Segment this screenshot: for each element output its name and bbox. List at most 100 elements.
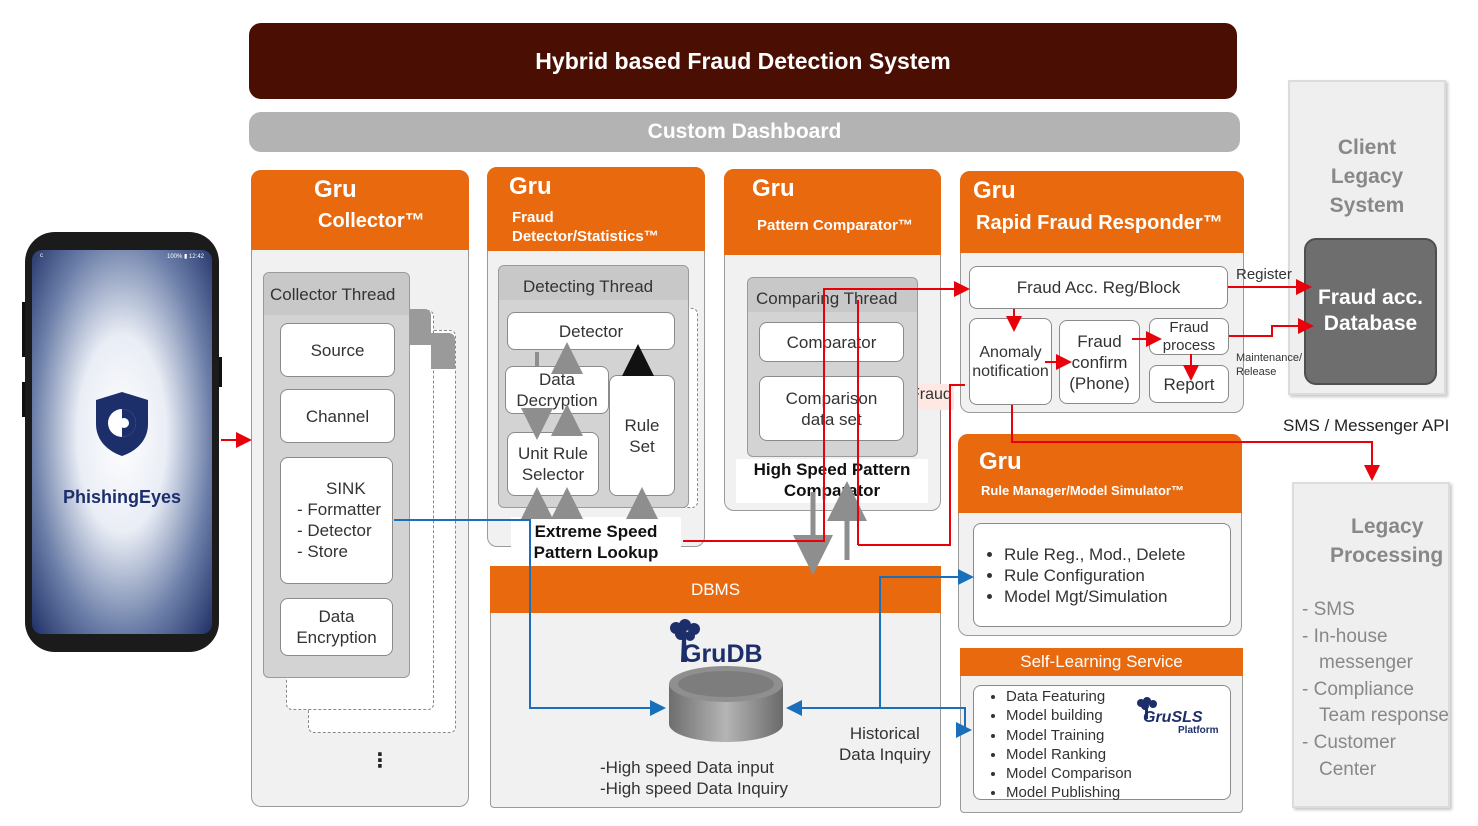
lookup-line: Pattern Lookup	[533, 543, 659, 562]
rule-manager-list-box[interactable]: Rule Reg., Mod., Delete Rule Configurati…	[973, 523, 1231, 627]
encryption-line: Data	[318, 607, 355, 626]
fraud-process-box[interactable]: Fraud process	[1149, 318, 1229, 355]
rule-set-line: Rule	[624, 415, 660, 435]
historical-line: Historical	[849, 724, 920, 743]
report-box[interactable]: Report	[1149, 365, 1229, 403]
legacy-item: - SMS	[1302, 599, 1355, 620]
unit-rule-selector-box[interactable]: Unit Rule Selector	[507, 432, 599, 496]
maintenance-line: Release	[1236, 366, 1277, 378]
db-line: Database	[1323, 312, 1418, 335]
high-speed-comparator-label: High Speed Pattern Comparator	[736, 459, 928, 503]
hs-line: High Speed Pattern	[753, 460, 911, 479]
confirm-line: Fraud	[1077, 331, 1122, 351]
fraud-detector-gru: Gru	[509, 173, 552, 200]
sink-box[interactable]: SINK - Formatter - Detector - Store	[280, 457, 393, 584]
responder-header: Gru Rapid Fraud Responder™	[960, 171, 1244, 253]
self-learning-list-box[interactable]: Data Featuring Model building Model Trai…	[973, 685, 1231, 803]
self-learning-item: Model Ranking	[1006, 745, 1230, 764]
fraud-acc-database-label: Fraud acc. Database	[1304, 285, 1437, 337]
client-title-line: System	[1329, 194, 1405, 217]
fraud-detector-name-1: Fraud	[512, 209, 554, 226]
legacy-item: - In-house	[1302, 625, 1388, 647]
lookup-line: Extreme Speed	[534, 522, 658, 541]
client-title-line: Client	[1337, 136, 1397, 159]
confirm-line: (Phone)	[1069, 373, 1130, 393]
anomaly-line: Anomaly	[979, 343, 1042, 361]
dataset-line: Comparison	[785, 388, 878, 408]
collector-thread-label: Collector Thread	[270, 285, 396, 304]
source-box[interactable]: Source	[280, 323, 395, 377]
sink-title: SINK	[326, 479, 366, 498]
database-cylinder-icon	[669, 666, 783, 742]
client-legacy-title: Client Legacy System	[1288, 133, 1446, 220]
client-title-line: Legacy	[1330, 165, 1404, 188]
dataset-line: data set	[801, 409, 862, 429]
db-line: Fraud acc.	[1317, 286, 1424, 309]
pattern-gru: Gru	[752, 175, 795, 202]
legacy-processing-list: - SMS - In-house messenger - Compliance …	[1302, 597, 1449, 783]
pattern-comparator-header: Gru Pattern Comparator™	[724, 169, 941, 255]
data-decryption-box[interactable]: Data Decryption	[505, 366, 609, 414]
rule-manager-header: Gru Rule Manager/Model Simulator™	[958, 434, 1242, 513]
collector-name: Collector™	[318, 210, 425, 232]
anomaly-notification-box[interactable]: Anomaly notification	[969, 318, 1052, 405]
selector-line: Unit Rule	[518, 444, 588, 463]
self-learning-item: Model Comparison	[1006, 764, 1230, 783]
grusls-tree-icon	[1137, 697, 1157, 719]
dbms-lines: -High speed Data input -High speed Data …	[600, 757, 788, 799]
historical-line: Data Inquiry	[839, 745, 931, 764]
comparison-dataset-box[interactable]: Comparison data set	[759, 376, 904, 441]
channel-box[interactable]: Channel	[280, 389, 395, 443]
dbms-header: DBMS	[490, 566, 941, 613]
self-learning-list: Data Featuring Model building Model Trai…	[988, 687, 1230, 803]
fraud-confirm-box[interactable]: Fraud confirm (Phone)	[1059, 320, 1140, 404]
rule-set-box[interactable]: Rule Set	[609, 375, 675, 496]
collector-gru: Gru	[314, 176, 357, 203]
rule-manager-name: Rule Manager/Model Simulator™	[981, 483, 1184, 498]
grudb-tree-icon	[670, 619, 700, 662]
fraud-detector-name-2: Detector/Statistics™	[512, 228, 659, 245]
dbms-line: -High speed Data Inquiry	[600, 779, 789, 798]
collector-thread-tab-2	[431, 333, 455, 369]
rule-manager-item: Rule Reg., Mod., Delete	[1004, 544, 1230, 565]
dbms-line: -High speed Data input	[600, 758, 774, 777]
rule-manager-item: Model Mgt/Simulation	[1004, 586, 1230, 607]
anomaly-line: notification	[972, 362, 1049, 380]
decryption-line: Decryption	[516, 391, 598, 410]
extreme-speed-lookup-label: Extreme Speed Pattern Lookup	[511, 517, 681, 569]
phone-status-left: c	[40, 253, 43, 259]
decryption-line: Data	[539, 370, 575, 389]
legacy-title-line: Processing	[1330, 544, 1444, 567]
fraud-acc-reg-block-box[interactable]: Fraud Acc. Reg/Block	[969, 266, 1228, 309]
hs-line: Comparator	[783, 481, 881, 500]
confirm-line: confirm	[1071, 352, 1128, 372]
selector-line: Selector	[521, 465, 585, 484]
fraud-acc-database-box[interactable]	[1304, 238, 1437, 385]
fraud-detector-header: Gru Fraud Detector/Statistics™	[487, 167, 705, 251]
grusls-logo: GruSLS	[1143, 709, 1203, 726]
self-learning-item: Model Publishing	[1006, 783, 1230, 802]
comparing-thread-label: Comparing Thread	[756, 289, 898, 308]
sink-item: - Formatter	[297, 500, 382, 519]
sink-item: - Detector	[297, 521, 372, 540]
self-learning-header: Self-Learning Service	[960, 648, 1243, 676]
self-learning-item: Model Training	[1006, 726, 1230, 745]
responder-name: Rapid Fraud Responder™	[976, 212, 1223, 234]
legacy-item: - Compliance	[1302, 678, 1414, 700]
legacy-item: Center	[1319, 758, 1377, 780]
maintenance-line: Maintenance/	[1236, 352, 1303, 364]
sink-item: - Store	[297, 542, 349, 561]
shield-icon	[96, 392, 148, 456]
legacy-item: messenger	[1319, 652, 1413, 674]
custom-dashboard-bar[interactable]: Custom Dashboard	[249, 112, 1240, 152]
process-line: Fraud	[1169, 318, 1209, 336]
detector-box[interactable]: Detector	[507, 312, 675, 350]
grudb-logo: GruDB	[682, 640, 763, 668]
collector-ellipsis: ⋮	[370, 750, 390, 772]
comparator-box[interactable]: Comparator	[759, 322, 904, 362]
maintenance-label: Maintenance/ Release	[1236, 351, 1302, 379]
rule-manager-gru: Gru	[979, 448, 1022, 475]
data-encryption-box[interactable]: Data Encryption	[280, 598, 393, 656]
legacy-processing-title: Legacy Processing	[1322, 512, 1450, 570]
self-learning-item: Model building	[1006, 706, 1230, 725]
